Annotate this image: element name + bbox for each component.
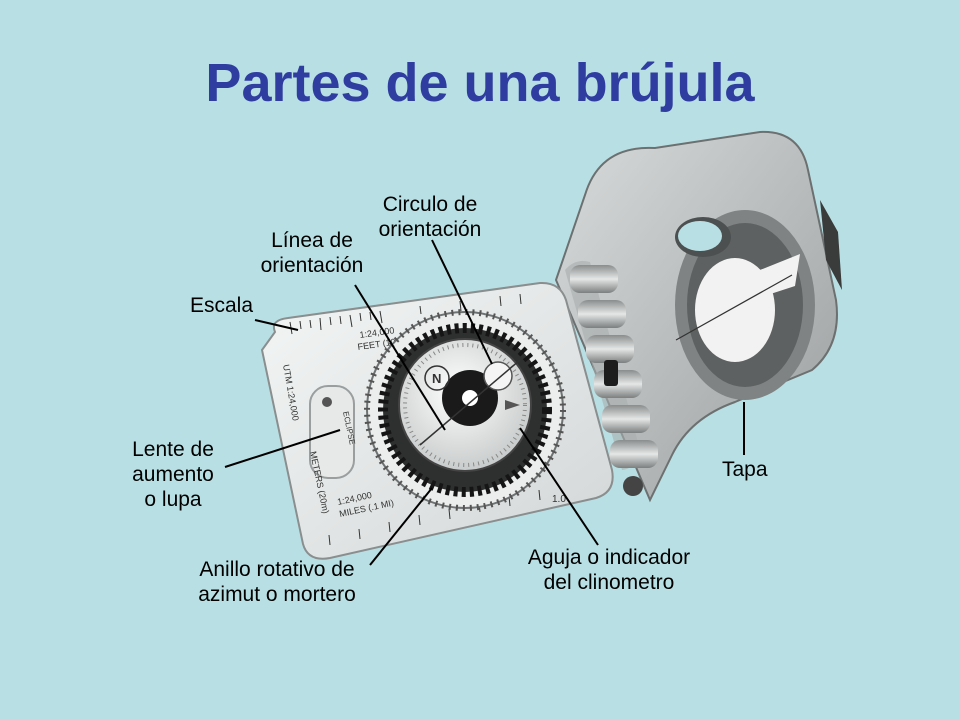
label-circulo-de-orientacion: Circulo de orientación (378, 193, 482, 241)
label-linea-de-orientacion: Línea de orientación (260, 229, 364, 277)
label-escala: Escala (190, 294, 254, 317)
scale-end-mark: 1.0 (552, 494, 566, 505)
north-mark: N (432, 371, 441, 386)
label-lente-de-aumento: Lente de aumento o lupa (132, 438, 214, 511)
leader-lente (224, 429, 341, 468)
slide-title: Partes de una brújula (205, 53, 755, 113)
label-tapa: Tapa (722, 458, 768, 481)
leader-linea (354, 284, 446, 431)
compass-dial: N (398, 338, 532, 472)
label-anillo-rotativo: Anillo rotativo de azimut o mortero (198, 558, 356, 606)
leader-aguja (519, 427, 599, 546)
orientation-circle (483, 361, 513, 391)
hinge (565, 261, 658, 496)
leader-circulo (431, 239, 493, 365)
leader-anillo (369, 487, 433, 566)
label-aguja-clinometro: Aguja o indicador del clinometro (527, 546, 691, 594)
orientation-line (419, 359, 521, 446)
magnifier-dot (322, 397, 332, 407)
clinometer-pointer (505, 400, 520, 410)
leader-escala (254, 319, 299, 331)
leader-lines (224, 239, 745, 566)
